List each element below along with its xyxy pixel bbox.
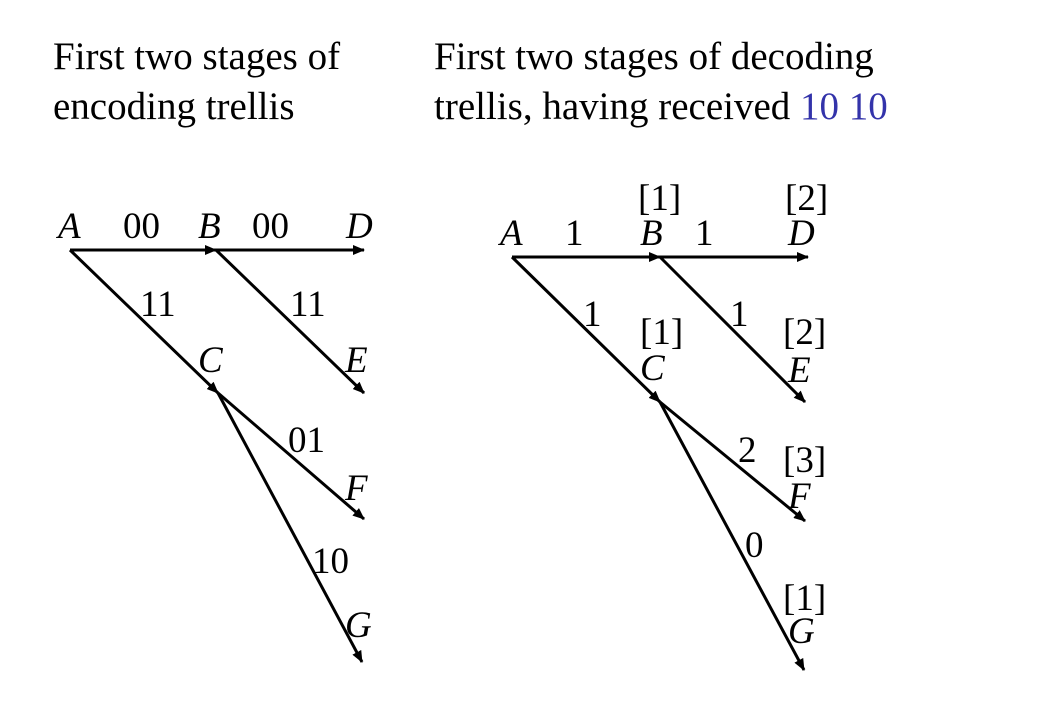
encoding-label-b-d: 00 [252,206,289,247]
decoding-node-g: G [788,611,815,652]
encoding-title-line-2: encoding trellis [53,85,295,128]
decoding-node-f: F [787,476,811,517]
encoding-edge-c-g [216,392,364,663]
encoding-edge-c-f [217,391,365,521]
decoding-edge-b-e [658,255,807,404]
encoding-edge-b-e [214,248,366,395]
encoding-label-c-g: 10 [312,541,349,582]
encoding-node-f: F [344,468,368,509]
decoding-edge-c-g [658,401,806,671]
encoding-node-d: D [345,206,373,247]
decoding-node-d: D [787,213,815,254]
decoding-label-b-d: 1 [695,213,714,254]
encoding-label-b-e: 11 [290,284,326,325]
decoding-title-line-1: First two stages of decoding [434,35,874,78]
encoding-node-g: G [345,605,372,646]
decoding-label-a-b: 1 [565,213,584,254]
decoding-node-e: E [787,350,811,391]
encoding-edge-a-c [68,248,220,395]
decoding-edge-c-f [659,400,806,523]
received-sequence: 10 10 [800,85,888,128]
decoding-trellis: A B D C E F G [1] [2] [1] [2] [3] [1] 1 … [497,178,828,671]
encoding-node-a: A [55,206,81,247]
decoding-title-line-2: trellis, having received 10 10 [434,82,888,132]
encoding-title: First two stages of encoding trellis [53,32,340,132]
decoding-metric-b: [1] [638,178,681,219]
decoding-metric-e: [2] [783,312,826,353]
encoding-title-line-1: First two stages of [53,35,341,78]
decoding-label-a-c: 1 [583,294,602,335]
decoding-node-a: A [497,213,523,254]
encoding-node-b: B [198,206,221,247]
encoding-label-a-b: 00 [123,206,160,247]
decoding-node-c: C [640,348,666,389]
encoding-node-c: C [198,340,224,381]
encoding-label-a-c: 11 [140,284,176,325]
decoding-node-b: B [640,213,663,254]
decoding-title-prefix: trellis, having received [434,85,801,128]
encoding-label-c-f: 01 [288,420,325,461]
decoding-metric-g: [1] [783,578,826,619]
encoding-trellis: A B D C E F G 00 00 11 11 01 10 [55,206,373,663]
decoding-label-c-f: 2 [738,430,757,471]
encoding-node-e: E [344,340,368,381]
decoding-edge-a-c [510,255,662,404]
decoding-label-c-g: 0 [745,525,764,566]
decoding-metric-f: [3] [783,440,826,481]
decoding-label-b-e: 1 [730,294,749,335]
decoding-metric-d: [2] [785,178,828,219]
decoding-title: First two stages of decoding trellis, ha… [434,32,888,132]
decoding-metric-c: [1] [640,312,683,353]
